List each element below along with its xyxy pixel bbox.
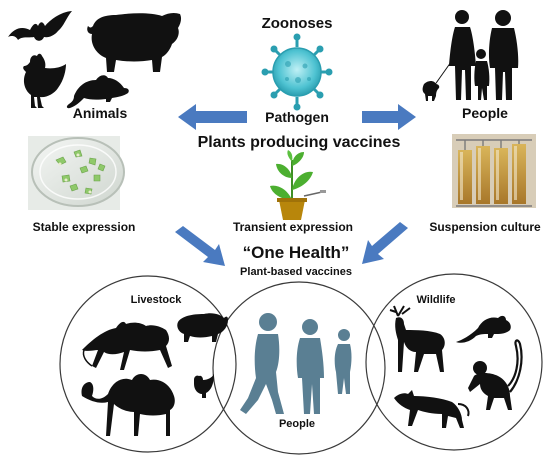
people-top-label: People bbox=[462, 105, 508, 121]
rat-wildlife-icon bbox=[456, 315, 511, 343]
horse-icon bbox=[82, 321, 172, 370]
chicken-livestock-icon bbox=[194, 374, 214, 398]
walking-man-icon bbox=[240, 313, 284, 414]
seedling-pot-icon bbox=[270, 150, 326, 220]
deer-icon bbox=[389, 305, 445, 372]
monkey-icon bbox=[468, 339, 523, 410]
petri-dish-icon bbox=[28, 136, 125, 210]
bat-icon bbox=[8, 11, 72, 41]
family-icon bbox=[433, 10, 519, 100]
one-health-label: “One Health” bbox=[243, 243, 350, 262]
zoonoses-title: Zoonoses bbox=[262, 15, 333, 32]
plant-based-vaccines-label: Plant-based vaccines bbox=[240, 266, 352, 278]
arrow-stable-to-center bbox=[175, 226, 225, 266]
arrow-to-animals bbox=[178, 104, 247, 130]
arrow-suspension-to-center bbox=[362, 222, 408, 264]
suspension-culture-label: Suspension culture bbox=[429, 220, 541, 234]
wildlife-circle bbox=[365, 273, 543, 451]
wildlife-label: Wildlife bbox=[416, 294, 455, 306]
people-bottom-label: People bbox=[279, 418, 315, 430]
virus-icon bbox=[261, 33, 333, 111]
child-icon bbox=[334, 329, 352, 394]
chicken-icon bbox=[23, 53, 66, 108]
animals-label: Animals bbox=[73, 105, 128, 121]
wolf-icon bbox=[394, 390, 470, 428]
stable-expression-label: Stable expression bbox=[33, 220, 136, 234]
transient-expression-label: Transient expression bbox=[233, 220, 353, 234]
woman-icon bbox=[296, 319, 324, 414]
bioreactor-icon bbox=[452, 134, 536, 208]
pathogen-label: Pathogen bbox=[265, 109, 329, 125]
plants-producing-vaccines-label: Plants producing vaccines bbox=[198, 134, 401, 151]
pig-icon bbox=[87, 12, 182, 73]
arrow-to-people bbox=[362, 104, 416, 130]
livestock-circle bbox=[59, 275, 237, 453]
pig-livestock-icon bbox=[177, 313, 228, 342]
people-circle bbox=[212, 281, 386, 455]
camel-icon bbox=[81, 374, 175, 436]
dog-icon bbox=[422, 81, 440, 101]
livestock-label: Livestock bbox=[131, 294, 183, 306]
rat-icon bbox=[66, 75, 129, 109]
